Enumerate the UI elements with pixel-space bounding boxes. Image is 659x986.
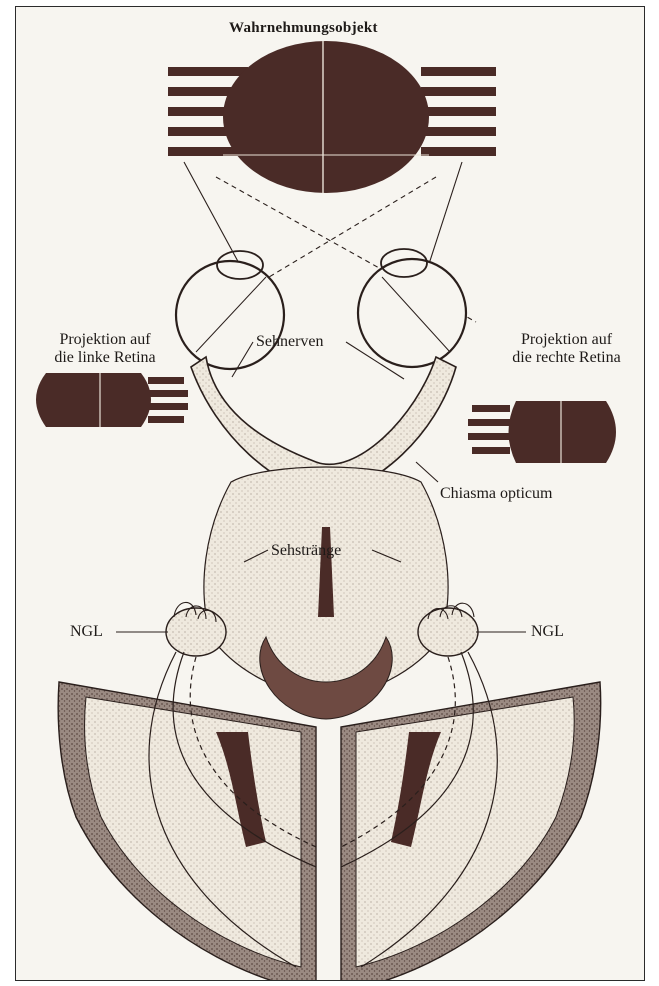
right-projection-label: Projektion auf die rechte Retina <box>484 331 645 367</box>
chiasm-label: Chiasma opticum <box>440 485 552 503</box>
perception-object <box>168 41 496 193</box>
right-projection-line1: Projektion auf <box>484 331 645 349</box>
right-retina-projection <box>468 401 616 463</box>
title-label: Wahrnehmungsobjekt <box>229 19 378 37</box>
right-projection-line2: die rechte Retina <box>484 349 645 367</box>
left-projection-label: Projektion auf die linke Retina <box>20 331 190 367</box>
left-retina-projection <box>36 373 188 427</box>
ngl-left-label: NGL <box>70 623 103 641</box>
cortex-right <box>341 682 601 981</box>
object-right-stripes <box>421 67 496 156</box>
left-projection-line1: Projektion auf <box>20 331 190 349</box>
left-eye <box>176 251 284 369</box>
diagram-frame: Wahrnehmungsobjekt Projektion auf die li… <box>15 6 645 981</box>
brain-base <box>204 467 448 719</box>
object-disc <box>223 41 429 193</box>
ngl-right-label: NGL <box>531 623 564 641</box>
left-projection-line2: die linke Retina <box>20 349 190 367</box>
optic-nerves-label: Sehnerven <box>256 333 324 351</box>
right-eye <box>358 249 466 367</box>
optic-tracts-label: Sehstränge <box>271 542 341 560</box>
cortex-left <box>58 682 316 981</box>
